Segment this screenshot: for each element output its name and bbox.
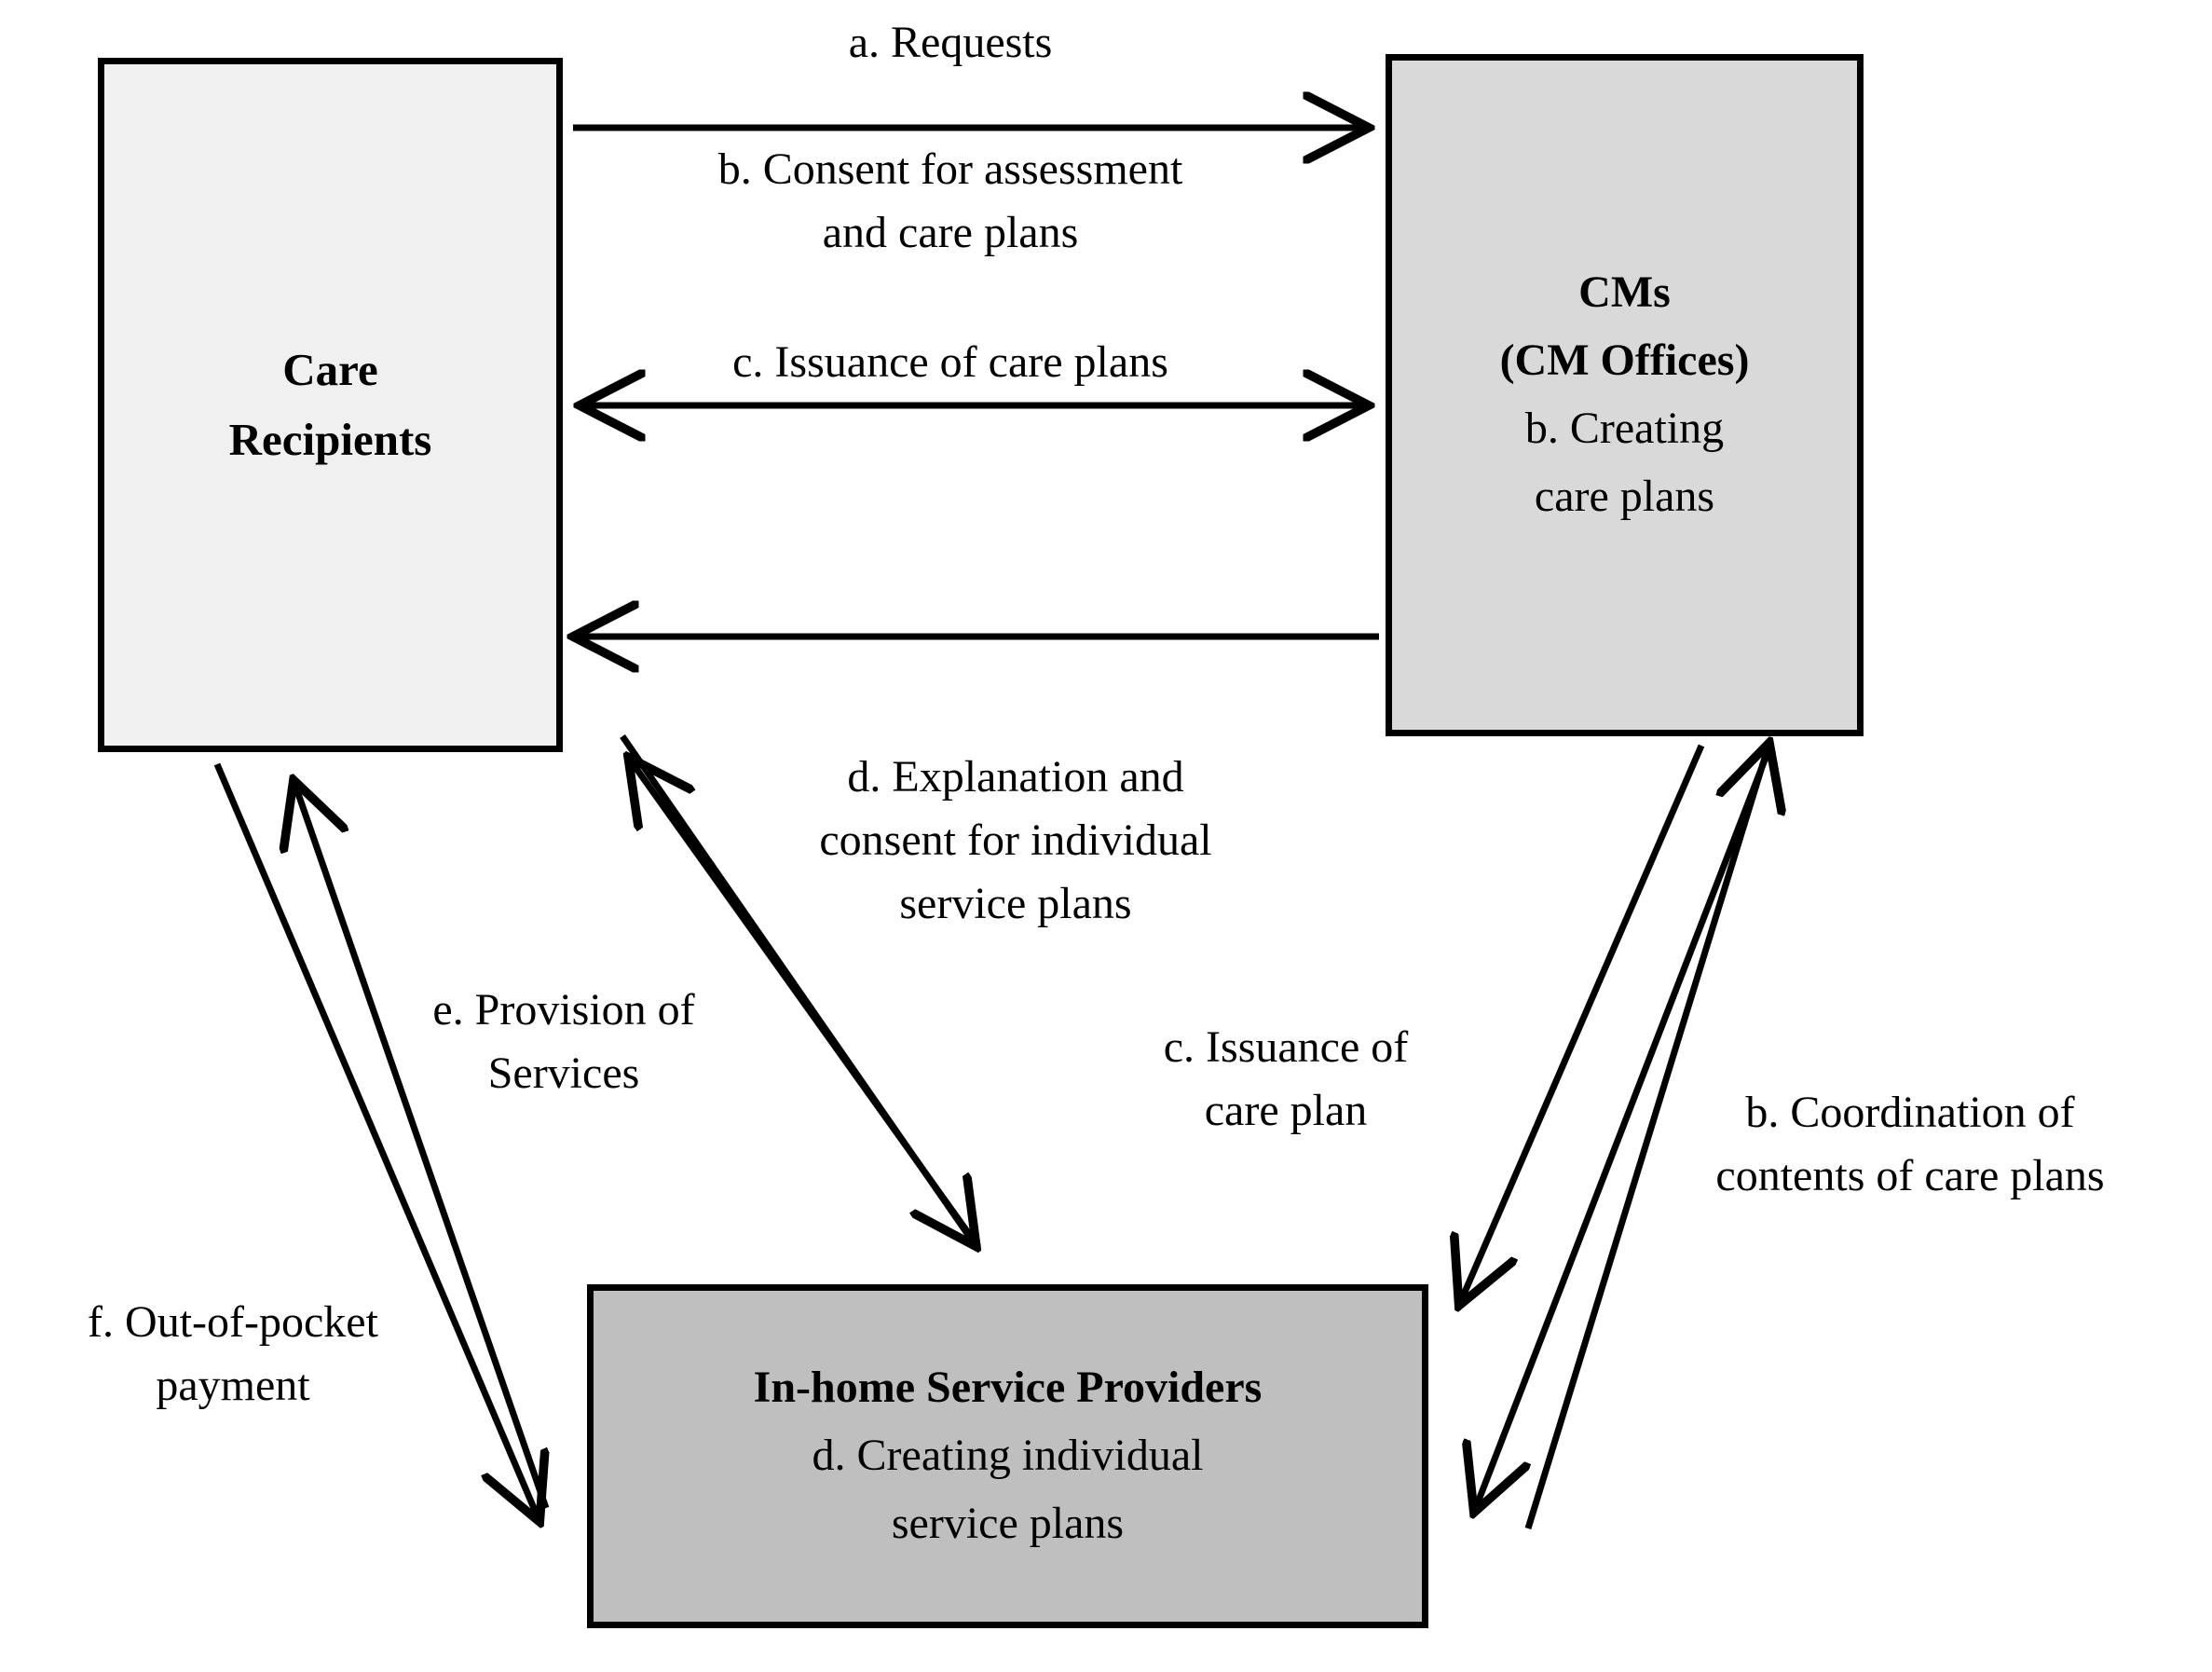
- edge-label-e-provision: e. Provision of Services: [432, 985, 695, 1099]
- node-providers-line-2: service plans: [891, 1498, 1125, 1548]
- connector-c-issuance-care-plan: [1460, 744, 1705, 1303]
- node-providers-line-1: d. Creating individual: [812, 1431, 1204, 1481]
- edge-label-a-requests: a. Requests: [848, 18, 1053, 67]
- connector-e-provision: [294, 783, 550, 1510]
- node-in-home-service-providers[interactable]: In-home Service Providers d. Creating in…: [587, 1284, 1428, 1628]
- edge-label-f-payment: f. Out-of-pocket payment: [88, 1297, 378, 1411]
- node-care-recipients-line-0: Care: [282, 344, 378, 396]
- connector-b-coordination-down: [1475, 748, 1772, 1510]
- node-care-recipients[interactable]: Care Recipients: [98, 58, 563, 752]
- connector-d-down: [620, 734, 975, 1244]
- node-cms-line-0: CMs: [1578, 267, 1671, 318]
- node-cms-line-1: (CM Offices): [1499, 336, 1750, 386]
- edge-label-c-issuance-care-plan: c. Issuance of care plan: [1163, 1022, 1409, 1136]
- connector-f-payment: [213, 762, 539, 1519]
- edge-label-b-consent: b. Consent for assessment and care plans: [717, 144, 1183, 258]
- edge-label-d-explanation: d. Explanation and consent for individua…: [819, 752, 1212, 929]
- node-care-recipients-line-1: Recipients: [228, 413, 432, 465]
- edge-label-b-coordination: b. Coordination of contents of care plan…: [1715, 1088, 2105, 1201]
- node-cms[interactable]: CMs (CM Offices) b. Creating care plans: [1386, 54, 1864, 736]
- edge-label-c-issuance-care-plans: c. Issuance of care plans: [732, 337, 1168, 387]
- node-providers-line-0: In-home Service Providers: [753, 1363, 1263, 1413]
- connector-b-coordination-up: [1524, 746, 1768, 1530]
- node-cms-line-3: care plans: [1534, 471, 1715, 521]
- node-cms-line-2: b. Creating: [1524, 404, 1725, 453]
